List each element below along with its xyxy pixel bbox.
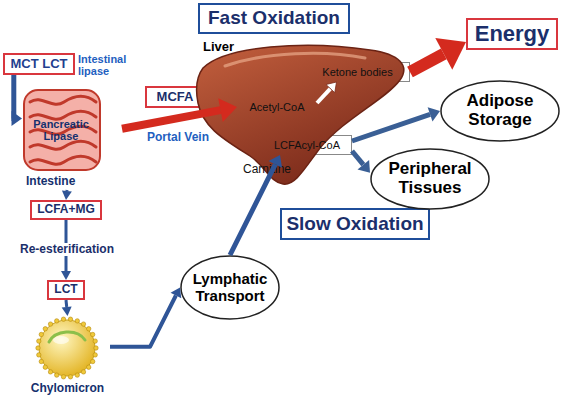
node-label: Fast Oxidation xyxy=(208,8,340,29)
edge-label: Portal Vein xyxy=(138,131,218,144)
intestine-coil xyxy=(30,156,96,164)
arrow-line xyxy=(230,164,275,255)
phospholipid-dot xyxy=(81,322,85,326)
phospholipid-dot xyxy=(91,359,95,363)
node-label: Peripheral Tissues xyxy=(378,160,482,197)
phospholipid-dot xyxy=(36,346,40,350)
chylo-highlight xyxy=(53,336,69,344)
intestine-coil xyxy=(30,141,96,149)
node-sublabel: Carnitine xyxy=(243,163,323,176)
arrow-line xyxy=(65,300,69,307)
phospholipid-dot xyxy=(39,332,43,336)
flow-arrow xyxy=(352,151,370,173)
phospholipid-dot xyxy=(55,373,59,377)
phospholipid-dot xyxy=(81,370,85,374)
transport-ellipse: Lymphatic Transport xyxy=(180,255,280,320)
arrow-head xyxy=(435,38,466,70)
title-box: Slow Oxidation xyxy=(280,208,430,240)
node-sublabel: Intestine xyxy=(26,175,106,188)
phospholipid-dot xyxy=(39,359,43,363)
phospholipid-dot xyxy=(93,339,97,343)
flow-arrow xyxy=(62,300,72,316)
intestine-coil xyxy=(30,96,96,104)
phospholipid-dot xyxy=(48,322,52,326)
intestine-organ: Pancreatic LipaseIntestine xyxy=(22,88,122,190)
intestine-wall xyxy=(24,90,100,170)
arrow-line xyxy=(12,75,14,119)
flow-arrow xyxy=(12,75,23,126)
phospholipid-dot xyxy=(68,375,72,379)
node-label: LCFA+MG xyxy=(37,203,95,216)
arrow-head xyxy=(62,307,72,316)
flow-arrow xyxy=(62,190,72,200)
arrow-line xyxy=(352,151,363,165)
phospholipid-dot xyxy=(75,373,79,377)
output-box: Energy xyxy=(466,18,558,50)
arrow-line xyxy=(352,114,430,141)
node-label: MCFA xyxy=(157,90,194,104)
phospholipid-dot xyxy=(43,365,47,369)
phospholipid-dot xyxy=(43,327,47,331)
node-label: Energy xyxy=(475,22,550,46)
arrow-head xyxy=(428,107,440,121)
phospholipid-dot xyxy=(48,370,52,374)
arrow-head xyxy=(171,288,182,299)
ellipse-outline xyxy=(441,81,559,141)
node-label: Lymphatic Transport xyxy=(188,271,272,304)
arrow-head xyxy=(61,271,71,280)
node-label: Acetyl-CoA xyxy=(249,101,304,113)
arrow-head xyxy=(12,111,23,126)
phospholipid-dot xyxy=(37,339,41,343)
destination-ellipse: Peripheral Tissues xyxy=(370,148,490,210)
node-label: Adipose Storage xyxy=(448,92,552,129)
node-label: Chylomicron xyxy=(25,382,110,395)
chylomicron-particle: Chylomicron xyxy=(25,316,110,404)
phospholipid-dot xyxy=(87,327,91,331)
arrow-line xyxy=(410,54,444,72)
flow-arrow xyxy=(110,288,181,347)
node-label: MCT LCT xyxy=(10,57,67,71)
phospholipid-dot xyxy=(68,317,72,321)
input-box: MCT LCT xyxy=(3,53,75,75)
arrow-head xyxy=(62,191,72,200)
node-label: LCFAcyl-CoA xyxy=(274,139,340,151)
product-box: LCFA+MG xyxy=(30,200,102,220)
product-box: LCT xyxy=(47,280,85,300)
phospholipid-dot xyxy=(91,332,95,336)
chylo-core xyxy=(39,320,95,376)
phospholipid-dot xyxy=(61,317,65,321)
liver-shape xyxy=(197,45,404,184)
node-label: Ketone bodies xyxy=(322,66,392,78)
liver-highlight xyxy=(225,53,365,66)
title-box: Fast Oxidation xyxy=(198,3,350,34)
arrow-line xyxy=(110,296,176,347)
phospholipid-dot xyxy=(75,319,79,323)
phospholipid-dot xyxy=(93,353,97,357)
arrow-head xyxy=(358,160,370,173)
flow-arrow xyxy=(352,107,440,141)
ellipse-outline xyxy=(181,256,279,319)
node-label: Liver xyxy=(203,40,263,54)
annotation-label: Intestinal lipase xyxy=(78,53,138,77)
arrow-line xyxy=(65,190,68,191)
node-label: Slow Oxidation xyxy=(286,214,423,235)
phospholipid-dot xyxy=(94,346,98,350)
ellipse-outline xyxy=(371,149,489,209)
phospholipid-dot xyxy=(87,365,91,369)
edge-label: Re-esterification xyxy=(12,243,122,256)
phospholipid-dot xyxy=(61,375,65,379)
phospholipid-dot xyxy=(55,319,59,323)
node-label: Pancreatic Lipase xyxy=(24,118,98,142)
node-label: LCT xyxy=(54,283,77,296)
flow-arrow xyxy=(410,38,466,72)
phospholipid-dot xyxy=(37,353,41,357)
destination-ellipse: Adipose Storage xyxy=(440,80,560,142)
